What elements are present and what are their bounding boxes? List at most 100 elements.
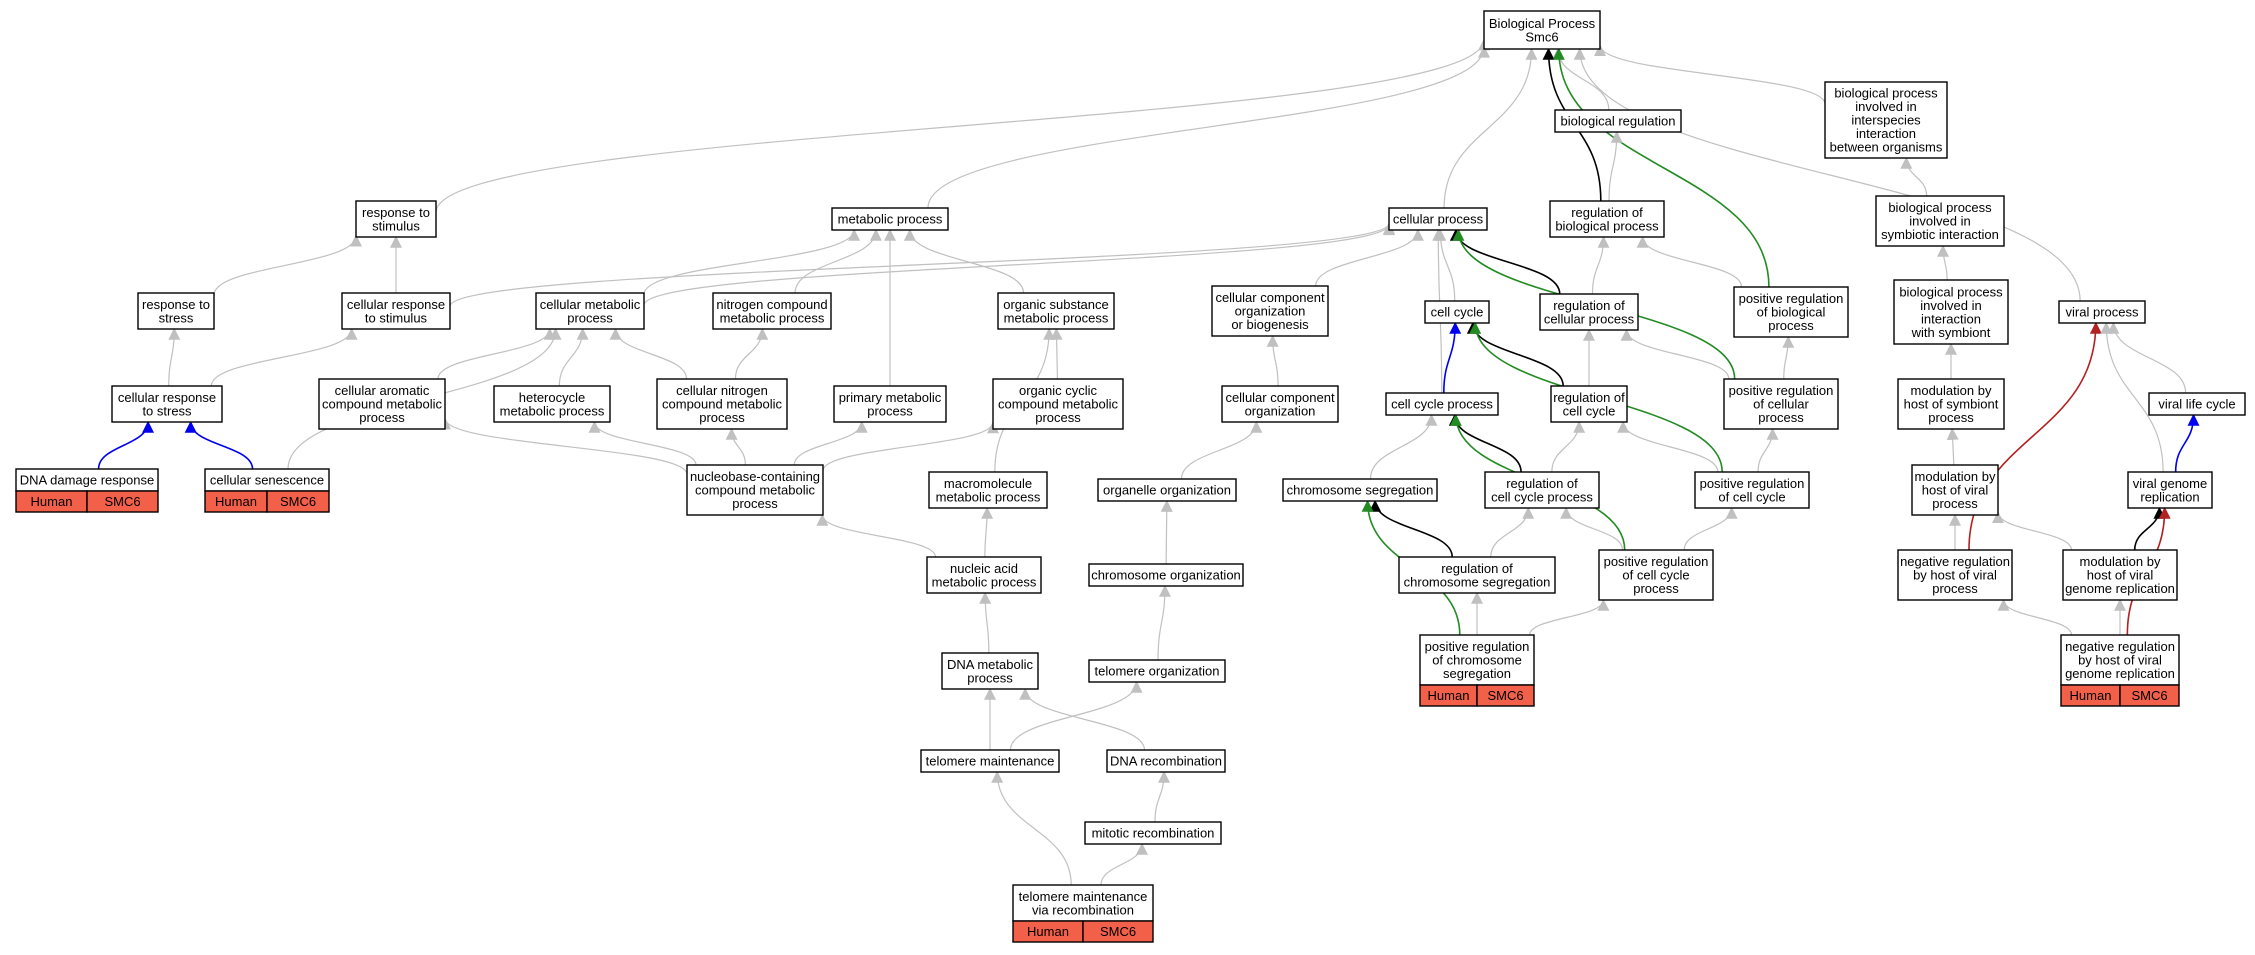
node-cellproc[interactable]: cellular process xyxy=(1388,207,1488,231)
node-label-line: cellular response xyxy=(118,390,216,405)
edge-viralproc-to-root xyxy=(1573,47,2081,302)
node-box xyxy=(1012,884,1154,922)
node-label-line: process xyxy=(1758,410,1804,425)
edge-modviral-to-modsymbiont xyxy=(1946,427,1959,466)
node-label-line: viral life cycle xyxy=(2158,397,2235,412)
node-telorg[interactable]: telomere organization xyxy=(1088,659,1226,683)
edge-cycleproc-to-cellcycle xyxy=(1442,321,1462,394)
edge-poscell-to-regcell xyxy=(1620,328,1730,380)
node-label-line: chromosome segregation xyxy=(1404,574,1551,589)
node-label-line: modulation by xyxy=(2080,554,2161,569)
node-label-line: nitrogen compound xyxy=(716,297,827,312)
node-label-line: cellular nitrogen xyxy=(676,383,768,398)
node-dnarecomb[interactable]: DNA recombination xyxy=(1106,749,1226,773)
node-box xyxy=(831,207,949,231)
edge-orgsub-to-metab xyxy=(903,228,1025,294)
node-box xyxy=(1484,471,1600,509)
node-chrseg[interactable]: chromosome segregation xyxy=(1282,478,1438,502)
edge-telrecomb-to-telmaint xyxy=(991,770,1072,886)
node-metab[interactable]: metabolic process xyxy=(831,207,949,231)
node-label-line: regulation of xyxy=(1553,298,1625,313)
node-telmaint[interactable]: telomere maintenance xyxy=(920,749,1060,773)
annotation-label: Human xyxy=(1027,924,1069,939)
node-bioreg[interactable]: biological regulation xyxy=(1554,109,1682,133)
edge-regchrseg-to-chrseg xyxy=(1369,499,1454,558)
node-organelle[interactable]: organelle organization xyxy=(1097,478,1237,502)
edge-cellcycle-to-cellproc xyxy=(1434,228,1456,302)
node-label-line: involved in xyxy=(1909,214,1970,229)
edge-regchrseg-to-regcycleproc xyxy=(1490,506,1535,558)
node-label-line: primary metabolic xyxy=(839,390,942,405)
edge-ccob-to-cellproc xyxy=(1315,228,1424,287)
node-chrorg[interactable]: chromosome organization xyxy=(1088,563,1244,587)
node-box xyxy=(686,464,824,516)
node-cycleproc[interactable]: cell cycle process xyxy=(1385,392,1499,416)
node-label-line: biological process xyxy=(1888,200,1992,215)
edge-nucleic-to-macro xyxy=(981,506,994,558)
node-label-line: cellular senescence xyxy=(210,473,324,488)
node-label-line: metabolic process xyxy=(838,212,943,227)
node-viralproc[interactable]: viral process xyxy=(2058,300,2146,324)
node-label-line: segregation xyxy=(1443,666,1511,681)
node-label-line: process xyxy=(567,310,613,325)
node-label-line: involved in xyxy=(1920,298,1981,313)
node-label-line: symbiotic interaction xyxy=(1881,227,1999,242)
node-label-line: regulation of xyxy=(1506,476,1578,491)
edge-cellstim-to-cellproc xyxy=(449,222,1395,307)
node-virallife[interactable]: viral life cycle xyxy=(2148,392,2246,416)
node-label-line: interspecies xyxy=(1851,113,1921,128)
node-cellcycle[interactable]: cell cycle xyxy=(1424,300,1490,324)
node-mitotic[interactable]: mitotic recombination xyxy=(1084,821,1222,845)
edge-regcycle-to-cellcycle xyxy=(1466,321,1564,387)
node-box xyxy=(1897,378,2005,430)
node-box xyxy=(1106,749,1226,773)
node-label-line: to stimulus xyxy=(365,310,428,325)
edge-neggenome-to-negviral xyxy=(1997,598,2073,636)
node-label-line: compound metabolic xyxy=(695,483,815,498)
node-box xyxy=(1893,279,2009,345)
edge-dnametab-to-nucleic xyxy=(979,591,992,654)
